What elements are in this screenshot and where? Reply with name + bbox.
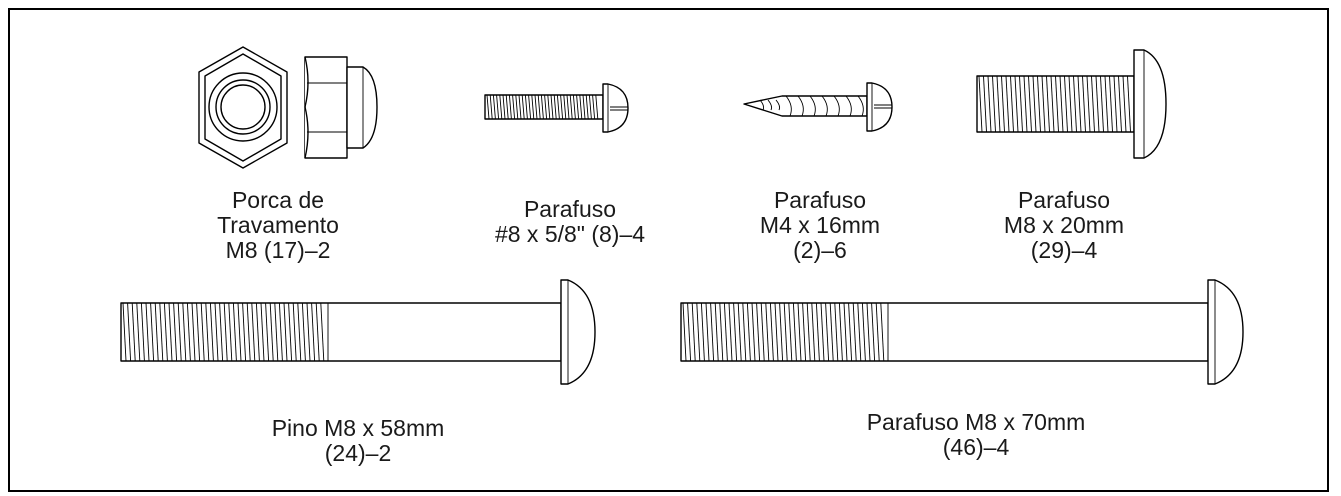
label-screw-m4: Parafuso M4 x 16mm (2)–6 — [730, 188, 910, 263]
pin-icon — [120, 279, 596, 385]
label-line: Travamento — [217, 212, 339, 238]
label-line: (2)–6 — [793, 237, 847, 263]
label-line: Parafuso — [1017, 187, 1111, 213]
bolt-icon — [976, 49, 1167, 159]
label-pin-58: Pino M8 x 58mm (24)–2 — [238, 416, 478, 466]
label-line: (46)–4 — [942, 434, 1010, 460]
label-lock-nut: Porca de Travamento M8 (17)–2 — [178, 188, 378, 263]
label-line: Parafuso — [523, 196, 617, 222]
label-line: Pino M8 x 58mm — [271, 415, 445, 441]
lock-nut-icon — [198, 46, 378, 169]
wood-screw-icon — [743, 82, 893, 132]
label-line: Porca de — [231, 187, 325, 213]
chart-border — [8, 8, 1329, 492]
label-line: (24)–2 — [324, 440, 392, 466]
label-line: Parafuso — [773, 187, 867, 213]
label-line: Parafuso M8 x 70mm — [866, 409, 1086, 435]
long-bolt-icon — [680, 279, 1244, 385]
label-line: M8 x 20mm — [1003, 212, 1125, 238]
label-screw-m8-20: Parafuso M8 x 20mm (29)–4 — [974, 188, 1154, 263]
machine-screw-icon — [484, 83, 629, 133]
label-line: M4 x 16mm — [759, 212, 881, 238]
label-line: M8 (17)–2 — [225, 237, 331, 263]
label-screw-8: Parafuso #8 x 5/8" (8)–4 — [465, 197, 675, 247]
label-screw-m8-70: Parafuso M8 x 70mm (46)–4 — [836, 410, 1116, 460]
label-line: #8 x 5/8" (8)–4 — [494, 221, 646, 247]
label-line: (29)–4 — [1030, 237, 1098, 263]
